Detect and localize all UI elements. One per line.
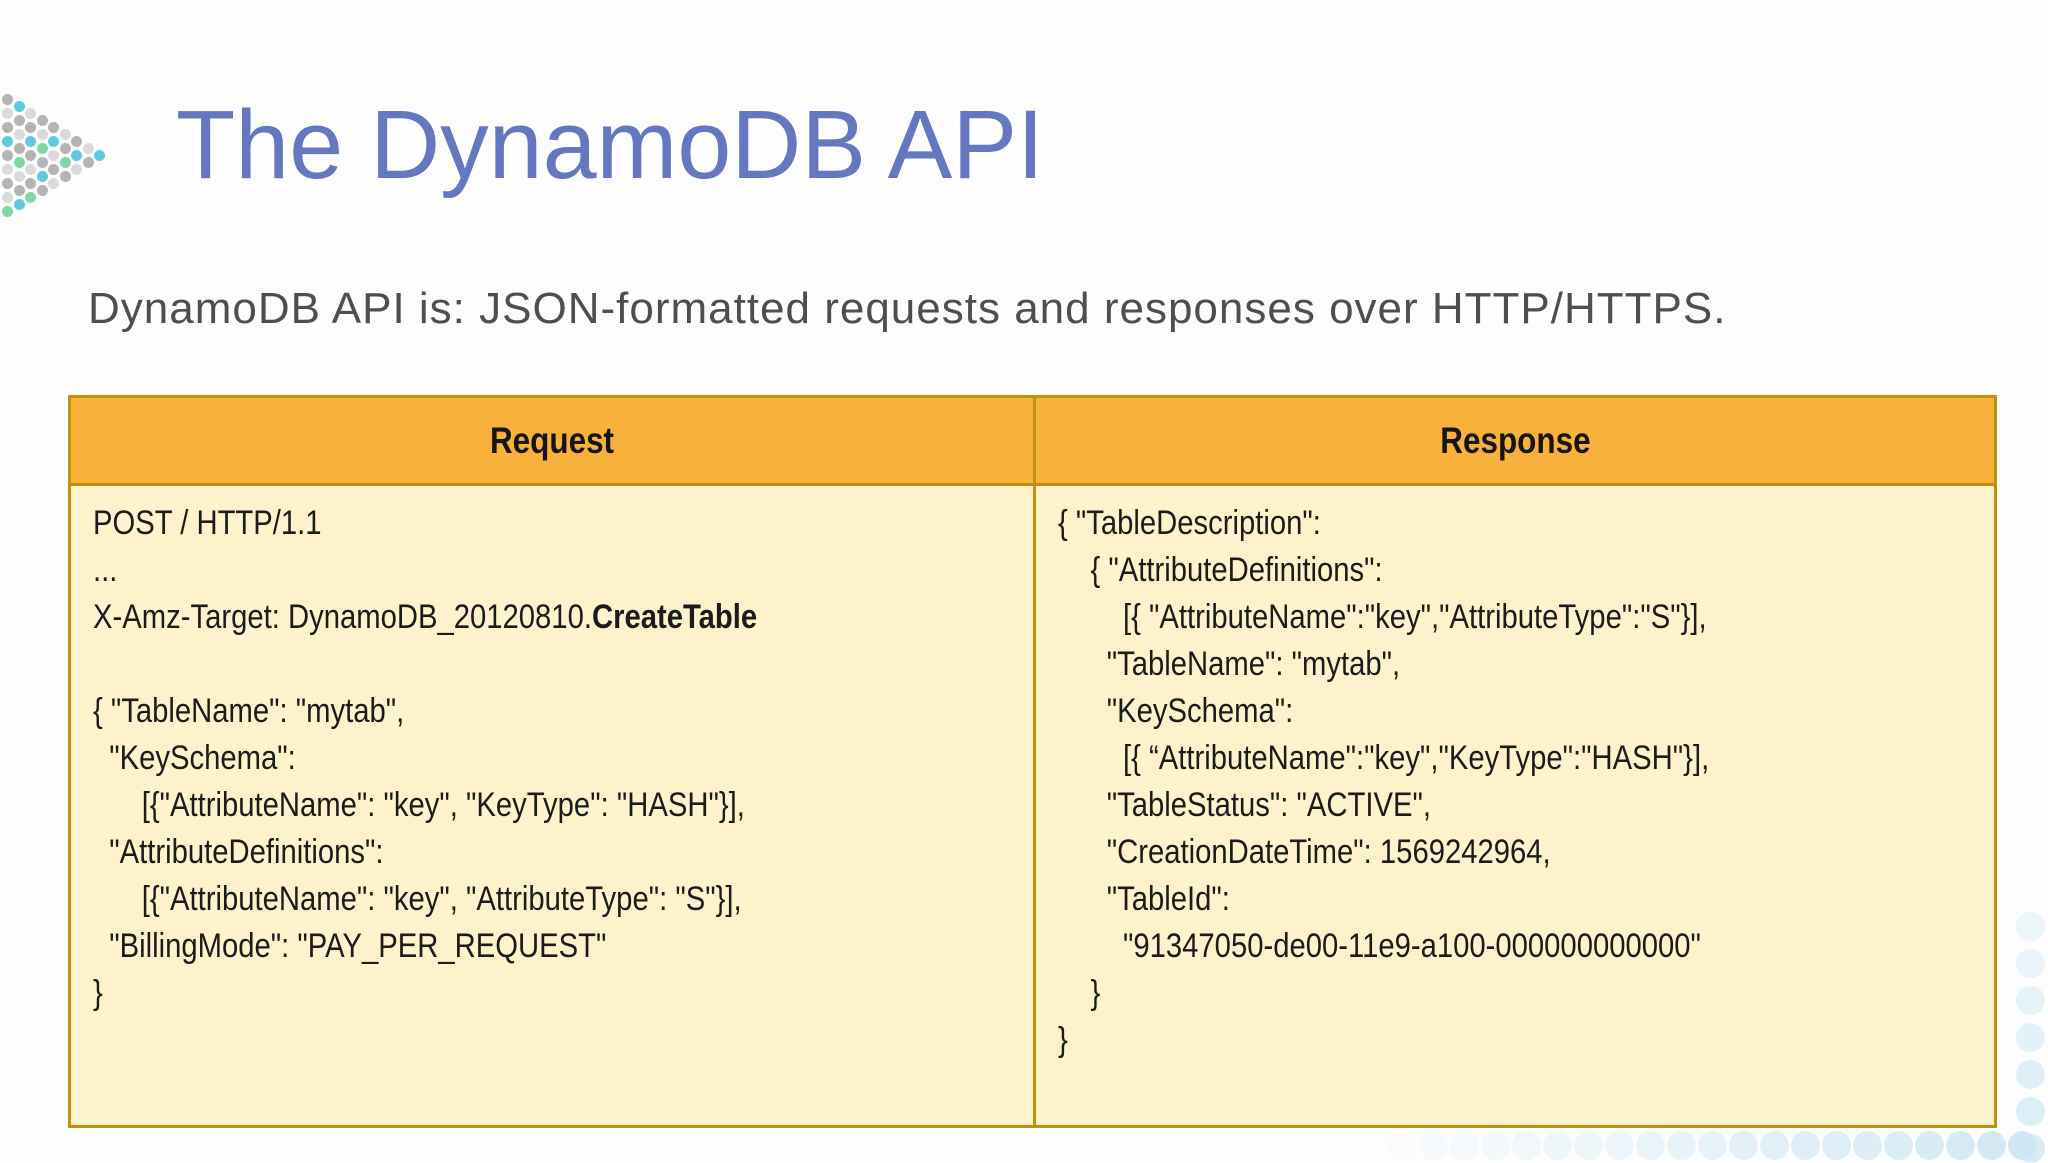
decor-dot	[1419, 1131, 1448, 1160]
response-code-block: { "TableDescription": { "AttributeDefini…	[1058, 500, 1863, 1064]
decor-dot	[2, 108, 13, 119]
decor-dot	[94, 150, 105, 161]
table-body-row: POST / HTTP/1.1 ... X-Amz-Target: Dynamo…	[71, 486, 1994, 1125]
decor-dot	[2016, 912, 2045, 941]
decor-dot	[13, 129, 25, 140]
decor-dot	[13, 157, 25, 168]
decor-dot	[2016, 949, 2045, 978]
decor-dot	[71, 136, 82, 147]
decor-dot	[1543, 1131, 1572, 1160]
decor-dot	[1574, 1131, 1603, 1160]
decor-dot	[25, 164, 36, 175]
request-target-line: X-Amz-Target: DynamoDB_20120810.CreateTa…	[93, 594, 902, 641]
decor-dot	[2, 178, 13, 189]
decor-dot	[2, 192, 13, 203]
decor-dot	[1729, 1131, 1758, 1160]
decor-dot	[1698, 1131, 1727, 1160]
decor-dot	[25, 178, 36, 189]
decor-dot	[2016, 1060, 2045, 1089]
decor-dot	[2, 206, 13, 217]
decor-dot	[59, 157, 71, 168]
request-column-header: Request	[71, 398, 1037, 483]
decor-dot	[59, 171, 71, 182]
decor-dot	[25, 108, 36, 119]
request-target-prefix: X-Amz-Target: DynamoDB_20120810.	[93, 598, 592, 636]
decor-dot	[48, 164, 59, 175]
response-header-label: Response	[1439, 419, 1591, 461]
decor-dot	[2, 150, 13, 161]
decor-dot	[2, 122, 13, 133]
slide-subtitle: DynamoDB API is: JSON-formatted requests…	[88, 284, 1727, 333]
decor-dot	[1512, 1131, 1541, 1160]
decor-dot	[2, 164, 13, 175]
decor-dot	[59, 143, 71, 154]
decor-dot	[82, 157, 94, 168]
decor-dot	[36, 171, 48, 182]
decor-dot	[13, 199, 25, 210]
request-header-label: Request	[490, 419, 615, 461]
table-header-row: Request Response	[71, 398, 1994, 486]
page-title: The DynamoDB API	[176, 90, 1044, 199]
decor-dot	[1388, 1131, 1417, 1160]
decor-dot	[13, 101, 25, 112]
decor-dot	[1791, 1131, 1820, 1160]
decor-dot	[36, 143, 48, 154]
decor-dot	[82, 143, 94, 154]
decor-dot	[36, 115, 48, 126]
decor-dot	[1946, 1131, 1975, 1160]
request-response-table: Request Response POST / HTTP/1.1 ... X-A…	[68, 395, 1997, 1128]
decor-dot	[25, 136, 36, 147]
decor-dot	[36, 157, 48, 168]
decor-dot	[1667, 1131, 1696, 1160]
decor-dot	[2, 136, 13, 147]
decor-dot	[59, 129, 71, 140]
request-cell: POST / HTTP/1.1 ... X-Amz-Target: Dynamo…	[71, 486, 1037, 1125]
decor-dot	[1915, 1131, 1944, 1160]
decor-dot	[71, 164, 82, 175]
decor-dot	[13, 143, 25, 154]
decor-dot	[2016, 986, 2045, 1015]
decor-dot	[1977, 1131, 2006, 1160]
request-code-block: POST / HTTP/1.1 ... X-Amz-Target: Dynamo…	[93, 500, 902, 1017]
decor-dot	[71, 150, 82, 161]
decor-dot	[1884, 1131, 1913, 1160]
decor-dot	[13, 115, 25, 126]
decor-dot	[1822, 1131, 1851, 1160]
decor-dot	[25, 122, 36, 133]
decor-dot	[1760, 1131, 1789, 1160]
decor-dot	[48, 122, 59, 133]
response-cell: { "TableDescription": { "AttributeDefini…	[1036, 486, 1994, 1125]
decor-dot	[2016, 1023, 2045, 1052]
decor-dot	[13, 185, 25, 196]
decor-dot	[1481, 1131, 1510, 1160]
decor-dot	[2016, 1097, 2045, 1126]
decor-dot	[1605, 1131, 1634, 1160]
request-target-action: CreateTable	[591, 598, 758, 636]
response-json-body: { "TableDescription": { "AttributeDefini…	[1058, 504, 1710, 1059]
decor-dot	[25, 192, 36, 203]
decor-dot	[2008, 1131, 2037, 1160]
decor-dot	[36, 129, 48, 140]
decor-dot	[48, 136, 59, 147]
decor-dot	[48, 150, 59, 161]
request-json-body: { "TableName": "mytab", "KeySchema": [{"…	[93, 692, 745, 1012]
request-post-line: POST / HTTP/1.1	[93, 504, 322, 542]
decor-dot	[48, 178, 59, 189]
decor-dot	[2, 94, 13, 105]
request-ellipsis-line: ...	[93, 551, 118, 589]
decor-dot	[25, 150, 36, 161]
decor-dot	[1636, 1131, 1665, 1160]
decor-dot	[1450, 1131, 1479, 1160]
decor-dot	[1853, 1131, 1882, 1160]
decor-dot	[36, 185, 48, 196]
response-column-header: Response	[1036, 398, 1994, 483]
decor-dot	[13, 171, 25, 182]
decor-dot	[2016, 1134, 2045, 1163]
